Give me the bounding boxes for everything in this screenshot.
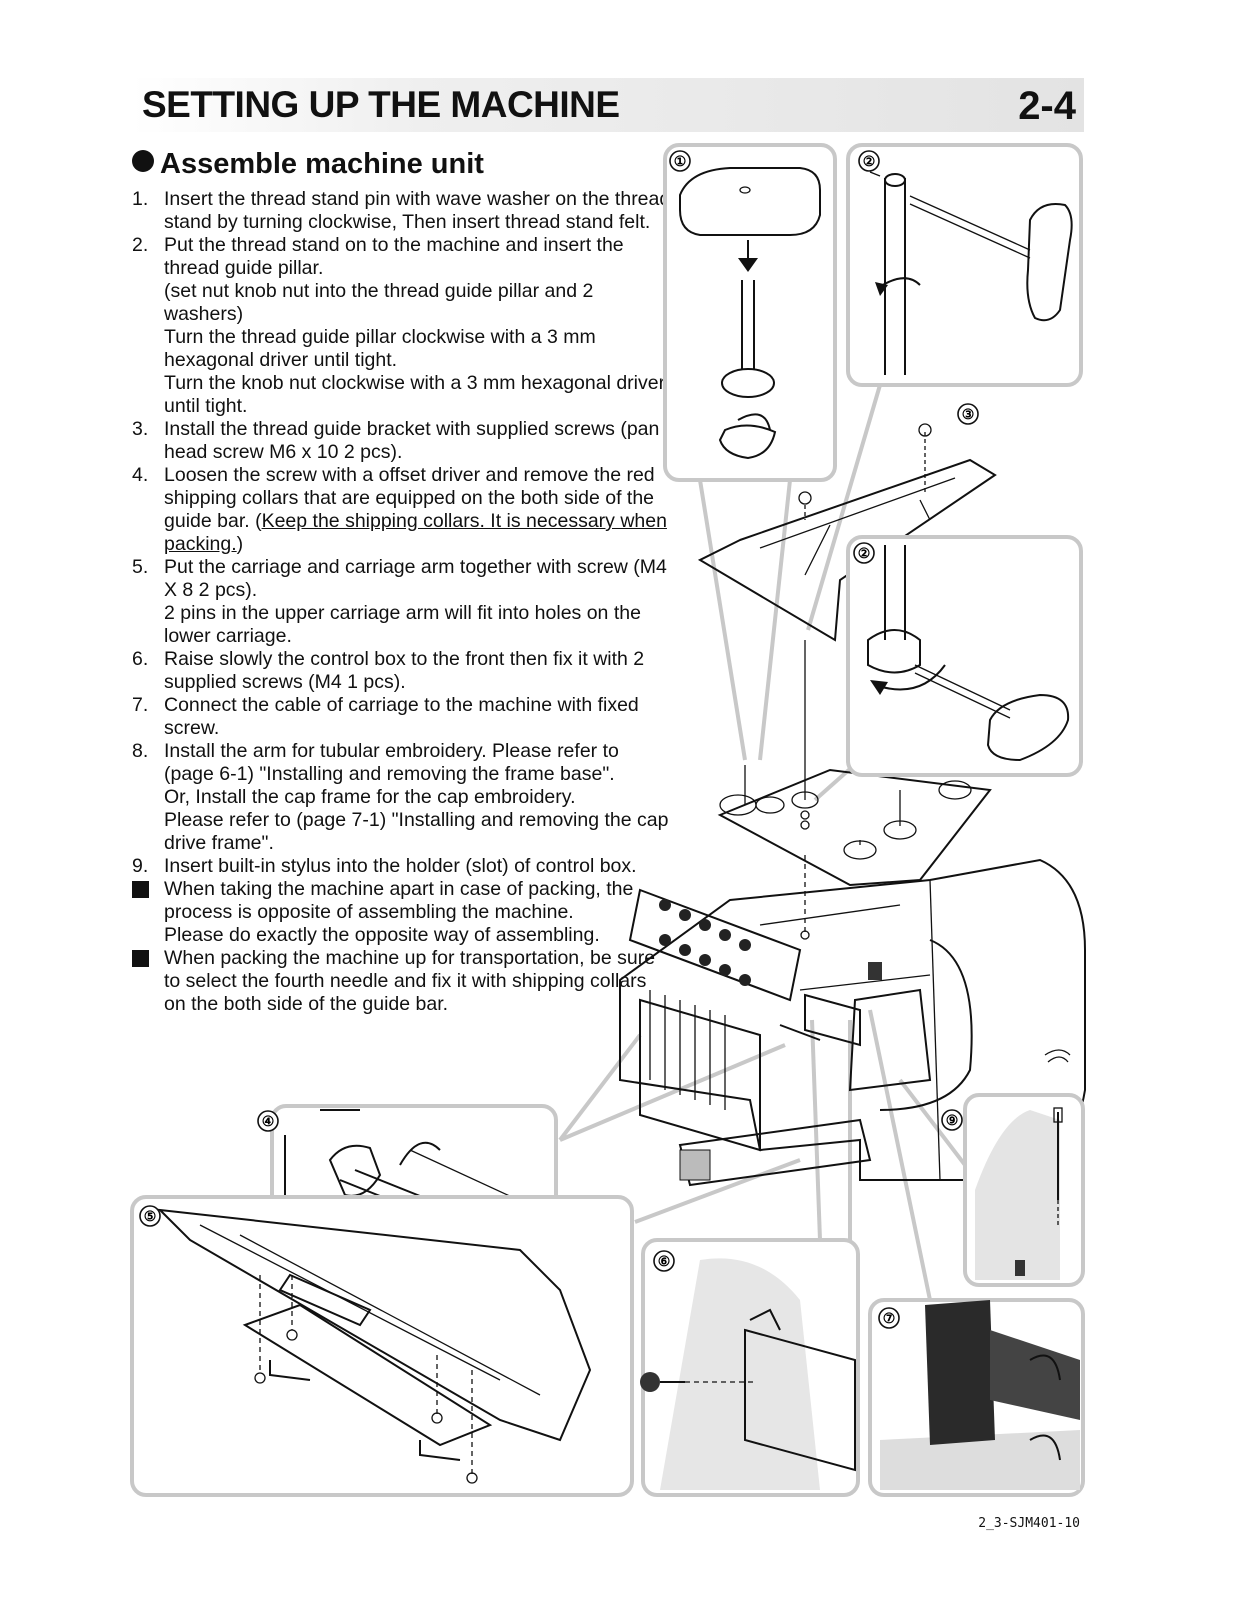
step-text: Insert the thread stand pin with wave wa…: [164, 188, 671, 233]
step-text: Turn the knob nut clockwise with a 3 mm …: [164, 372, 666, 417]
figure-panel-2-mid: [846, 535, 1083, 777]
step-text: Please refer to (page 7-1) "Installing a…: [164, 809, 669, 854]
step-text: Put the carriage and carriage arm togeth…: [164, 556, 667, 601]
step-text-part: Loosen the screw with a offset driver an…: [164, 464, 655, 532]
step-text: Turn the thread guide pillar clockwise w…: [164, 326, 596, 371]
page-header: SETTING UP THE MACHINE 2-4: [132, 78, 1084, 132]
figure-panel-7: [868, 1298, 1085, 1497]
figure-panel-9: [963, 1093, 1085, 1287]
step-number: 3.: [132, 418, 149, 440]
step-text: Install the thread guide bracket with su…: [164, 418, 660, 463]
section-heading: Assemble machine unit: [132, 148, 484, 181]
figure-panel-5: [130, 1195, 634, 1497]
step-5: 5. Put the carriage and carriage arm toge…: [132, 556, 672, 648]
instruction-list: 1. Insert the thread stand pin with wave …: [132, 188, 672, 1016]
square-bullet-icon: [132, 950, 149, 967]
note-text: When taking the machine apart in case of…: [164, 878, 634, 923]
step-text: Install the arm for tubular embroidery. …: [164, 740, 619, 785]
step-1: 1. Insert the thread stand pin with wave …: [132, 188, 672, 234]
svg-text:④: ④: [262, 1113, 275, 1129]
svg-text:⑥: ⑥: [658, 1253, 671, 1269]
step-4: 4. Loosen the screw with a offset driver …: [132, 464, 672, 556]
note-2: When packing the machine up for transpor…: [132, 947, 672, 1016]
callout-7: ⑦: [878, 1307, 900, 1329]
step-number: 2.: [132, 234, 149, 256]
callout-6: ⑥: [653, 1250, 675, 1272]
step-8: 8. Install the arm for tubular embroidery…: [132, 740, 672, 855]
callout-3: ③: [957, 403, 979, 425]
step-9: 9. Insert built-in stylus into the holder…: [132, 855, 672, 878]
svg-text:⑦: ⑦: [883, 1310, 896, 1326]
svg-text:①: ①: [674, 153, 687, 169]
underlined-note: Keep the shipping collars. It is necessa…: [164, 510, 667, 555]
figure-panel-1: [663, 143, 837, 482]
step-text: Or, Install the cap frame for the cap em…: [164, 786, 576, 808]
needle-bar-cluster: [639, 899, 761, 1152]
step-text: Raise slowly the control box to the fron…: [164, 648, 645, 693]
step-7: 7. Connect the cable of carriage to the m…: [132, 694, 672, 740]
callout-1: ①: [669, 150, 691, 172]
svg-text:②: ②: [858, 545, 871, 561]
step-text: Put the thread stand on to the machine a…: [164, 234, 624, 279]
section-title-text: Assemble machine unit: [160, 148, 484, 180]
figure-panel-2-top: [846, 143, 1083, 387]
step-number: 6.: [132, 648, 149, 670]
step-2: 2. Put the thread stand on to the machine…: [132, 234, 672, 418]
step-number: 1.: [132, 188, 149, 210]
callout-2-top: ②: [858, 150, 880, 172]
svg-text:③: ③: [962, 406, 975, 422]
step-text: Connect the cable of carriage to the mac…: [164, 694, 639, 739]
svg-text:⑤: ⑤: [144, 1208, 157, 1224]
callout-4: ④: [257, 1110, 279, 1132]
thread-stand-plate: [717, 640, 992, 940]
bullet-icon: [132, 150, 154, 172]
step-number: 4.: [132, 464, 149, 486]
figure-panel-6: [640, 1238, 860, 1497]
step-text: (set nut knob nut into the thread guide …: [164, 280, 594, 325]
leader-lines: [558, 384, 967, 1301]
square-bullet-icon: [132, 881, 149, 898]
callout-5: ⑤: [139, 1205, 161, 1227]
note-text: Please do exactly the opposite way of as…: [164, 924, 600, 946]
step-text-part: ): [236, 533, 244, 555]
svg-text:②: ②: [863, 153, 876, 169]
step-3: 3. Install the thread guide bracket with …: [132, 418, 672, 464]
step-number: 7.: [132, 694, 149, 716]
note-1: When taking the machine apart in case of…: [132, 878, 672, 947]
callout-2-mid: ②: [853, 542, 875, 564]
step-text: 2 pins in the upper carriage arm will fi…: [164, 602, 641, 647]
callout-9: ⑨: [941, 1109, 963, 1131]
step-number: 8.: [132, 740, 149, 762]
note-text: When packing the machine up for transpor…: [164, 947, 656, 1015]
svg-text:⑨: ⑨: [946, 1112, 959, 1128]
step-number: 5.: [132, 556, 149, 578]
document-code: 2_3-SJM401-10: [978, 1516, 1080, 1531]
step-number: 9.: [132, 855, 149, 877]
step-text: Insert built-in stylus into the holder (…: [164, 855, 637, 877]
step-text: Loosen the screw with a offset driver an…: [164, 464, 672, 556]
thread-guide-bracket: [697, 423, 997, 642]
page-title: SETTING UP THE MACHINE: [142, 84, 620, 125]
step-6: 6. Raise slowly the control box to the fr…: [132, 648, 672, 694]
page-number: 2-4: [1018, 84, 1076, 128]
